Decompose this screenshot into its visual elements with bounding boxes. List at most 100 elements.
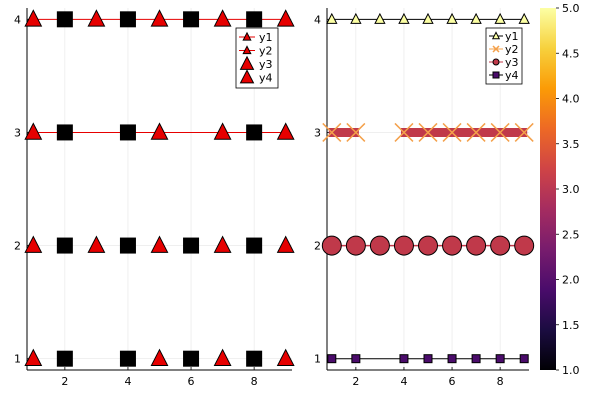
right-y2-point bbox=[490, 122, 510, 142]
right-y1-point bbox=[326, 12, 338, 24]
right-y1-point bbox=[350, 12, 362, 24]
left-square-point bbox=[119, 350, 136, 367]
right-y2-point bbox=[442, 122, 462, 142]
left-legend-label-y2: y2 bbox=[259, 45, 273, 58]
colorbar: 1.01.52.02.53.03.54.04.55.0 bbox=[540, 2, 580, 377]
left-y1-point bbox=[87, 9, 106, 27]
left-y2-point bbox=[276, 122, 295, 140]
left-square-point bbox=[56, 124, 73, 141]
right-legend-marker-y4 bbox=[492, 71, 500, 79]
right-y2-point bbox=[514, 122, 534, 142]
left-y3-point bbox=[24, 235, 43, 253]
right-y4-point bbox=[351, 354, 361, 364]
right-y1-point bbox=[398, 12, 410, 24]
left-y2-point bbox=[213, 122, 232, 140]
left-x-tick-label: 6 bbox=[188, 375, 195, 388]
left-square-point bbox=[183, 237, 200, 254]
right-x-tick-label: 6 bbox=[449, 375, 456, 388]
right-y2-point-stroke-b bbox=[418, 122, 438, 142]
colorbar-tick-label: 5.0 bbox=[562, 2, 580, 15]
left-x-tick-label: 8 bbox=[251, 375, 258, 388]
right-y-tick-label: 2 bbox=[314, 240, 321, 253]
right-x-tick-label: 8 bbox=[497, 375, 504, 388]
right-legend-marker-y1 bbox=[491, 31, 501, 40]
left-y1-point bbox=[213, 9, 232, 27]
colorbar-gradient bbox=[540, 8, 556, 370]
right-legend-marker-y2 bbox=[492, 45, 500, 53]
left-square-point bbox=[183, 11, 200, 28]
left-y4-point bbox=[276, 348, 295, 366]
left-y-tick-label: 1 bbox=[14, 353, 21, 366]
right-y1-point bbox=[374, 12, 386, 24]
right-legend-label-y3: y3 bbox=[505, 56, 519, 69]
left-legend-marker-y1 bbox=[242, 31, 252, 41]
colorbar-tick-label: 3.0 bbox=[562, 183, 580, 196]
right-y2-point-stroke-b bbox=[394, 122, 414, 142]
right-y2-point-stroke-b bbox=[442, 122, 462, 142]
right-y4-point bbox=[423, 354, 433, 364]
right-y-tick-label: 3 bbox=[314, 126, 321, 139]
left-square-point bbox=[183, 350, 200, 367]
left-y3-point bbox=[150, 235, 169, 253]
colorbar-tick-label: 2.5 bbox=[562, 228, 580, 241]
right-y3-point bbox=[418, 235, 438, 256]
colorbar-tick-label: 4.5 bbox=[562, 47, 580, 60]
left-square-point bbox=[56, 11, 73, 28]
colorbar-tick-label: 1.0 bbox=[562, 364, 580, 377]
left-y1-point bbox=[24, 9, 43, 27]
right-y3-point bbox=[369, 235, 390, 256]
right-y2-point-stroke-b bbox=[514, 122, 534, 142]
left-legend-label-y3: y3 bbox=[259, 58, 273, 71]
left-legend-label-y4: y4 bbox=[259, 72, 273, 85]
right-y4-point bbox=[495, 354, 505, 364]
right-x-tick-label: 2 bbox=[352, 375, 359, 388]
left-y2-point bbox=[150, 122, 169, 140]
right-y2-point bbox=[466, 122, 486, 142]
left-y3-point bbox=[213, 235, 232, 253]
right-y3-point bbox=[514, 235, 535, 256]
right-y4-point bbox=[399, 354, 409, 364]
right-y1-point bbox=[470, 12, 482, 24]
right-legend-marker-y3 bbox=[492, 58, 500, 66]
left-y-tick-label: 4 bbox=[14, 13, 21, 26]
left-y-tick-label: 2 bbox=[14, 240, 21, 253]
right-y3-point bbox=[393, 235, 414, 256]
right-y-tick-label: 4 bbox=[314, 13, 321, 26]
left-square-point bbox=[246, 350, 263, 367]
right-x-tick-label: 4 bbox=[400, 375, 407, 388]
left-y4-point bbox=[24, 348, 43, 366]
right-legend-marker-y2-stroke-b bbox=[492, 45, 500, 53]
left-square-point bbox=[56, 237, 73, 254]
right-y3-point bbox=[442, 235, 463, 256]
right-y4-point bbox=[471, 354, 481, 364]
colorbar-tick-label: 4.0 bbox=[562, 93, 580, 106]
right-y4-point bbox=[447, 354, 457, 364]
right-y1-point bbox=[494, 12, 506, 24]
right-y2-point-stroke-b bbox=[322, 122, 342, 142]
left-square-point bbox=[119, 124, 136, 141]
left-square-point bbox=[246, 11, 263, 28]
right-y2-point bbox=[394, 122, 414, 142]
right-y-tick-label: 1 bbox=[314, 353, 321, 366]
right-y3-point bbox=[490, 235, 511, 256]
right-y2-point bbox=[346, 122, 366, 142]
right-y2-point-stroke-b bbox=[346, 122, 366, 142]
right-legend-label-y1: y1 bbox=[505, 30, 519, 43]
right-y2-point-stroke-b bbox=[466, 122, 486, 142]
left-square-point bbox=[246, 237, 263, 254]
left-square-point bbox=[56, 350, 73, 367]
left-x-tick-label: 2 bbox=[61, 375, 68, 388]
left-y1-point bbox=[150, 9, 169, 27]
right-y4-point bbox=[327, 354, 337, 364]
right-y3-point bbox=[466, 235, 487, 256]
right-y2-point bbox=[418, 122, 438, 142]
left-y1-point bbox=[276, 9, 295, 27]
right-y1-point bbox=[518, 12, 530, 24]
colorbar-tick-label: 1.5 bbox=[562, 319, 580, 332]
left-y3-point bbox=[87, 235, 106, 253]
